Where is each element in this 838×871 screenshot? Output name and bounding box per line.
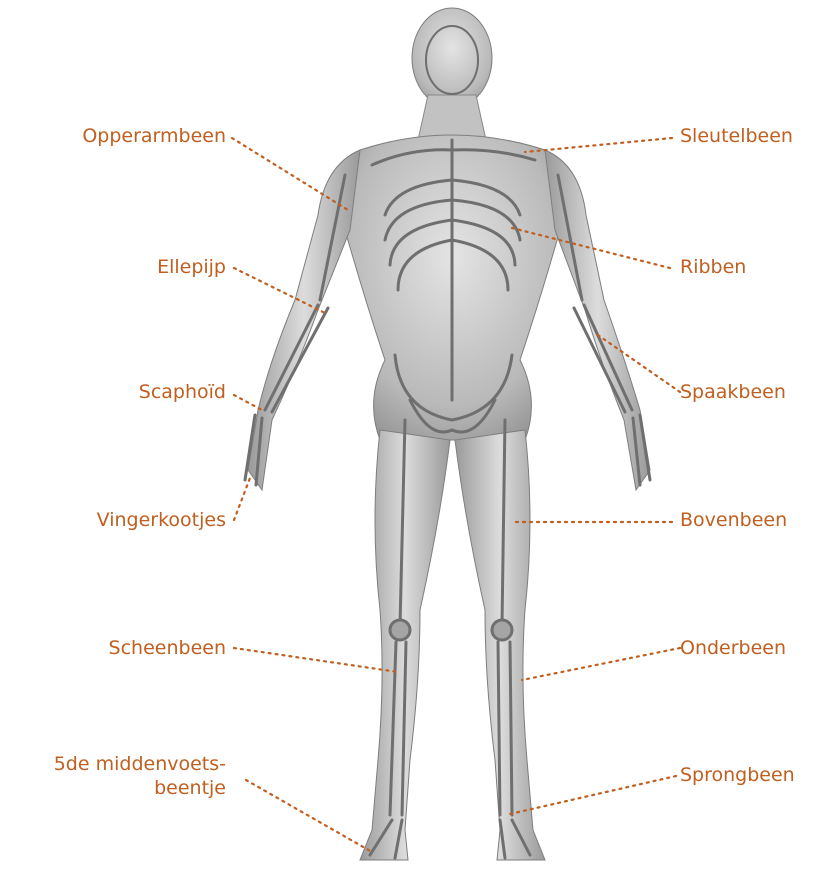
body-silhouette — [248, 8, 650, 860]
leader-onderbeen — [522, 648, 680, 680]
leader-vingerkootjes — [234, 478, 250, 520]
label-opperarmbeen: Opperarmbeen — [82, 124, 226, 148]
label-sprongbeen: Sprongbeen — [680, 763, 795, 787]
leader-sleutelbeen — [525, 138, 672, 152]
leader-sprongbeen — [510, 776, 676, 814]
label-vingerkootjes: Vingerkootjes — [97, 508, 226, 532]
label-middenvoet-line2: beentje — [54, 776, 226, 800]
label-spaakbeen: Spaakbeen — [680, 380, 786, 404]
label-sleutelbeen: Sleutelbeen — [680, 124, 793, 148]
label-middenvoet: 5de middenvoets- beentje — [54, 752, 226, 800]
label-scaphoid: Scaphoïd — [139, 380, 226, 404]
label-ellepijp: Ellepijp — [157, 255, 226, 279]
label-middenvoet-line1: 5de middenvoets- — [54, 752, 226, 776]
leader-middenvoet — [246, 780, 372, 852]
leader-scaphoid — [234, 395, 262, 410]
label-ribben: Ribben — [680, 255, 746, 279]
label-scheenbeen: Scheenbeen — [109, 636, 226, 660]
leader-scheenbeen — [234, 648, 398, 672]
label-bovenbeen: Bovenbeen — [680, 508, 787, 532]
label-onderbeen: Onderbeen — [680, 636, 786, 660]
